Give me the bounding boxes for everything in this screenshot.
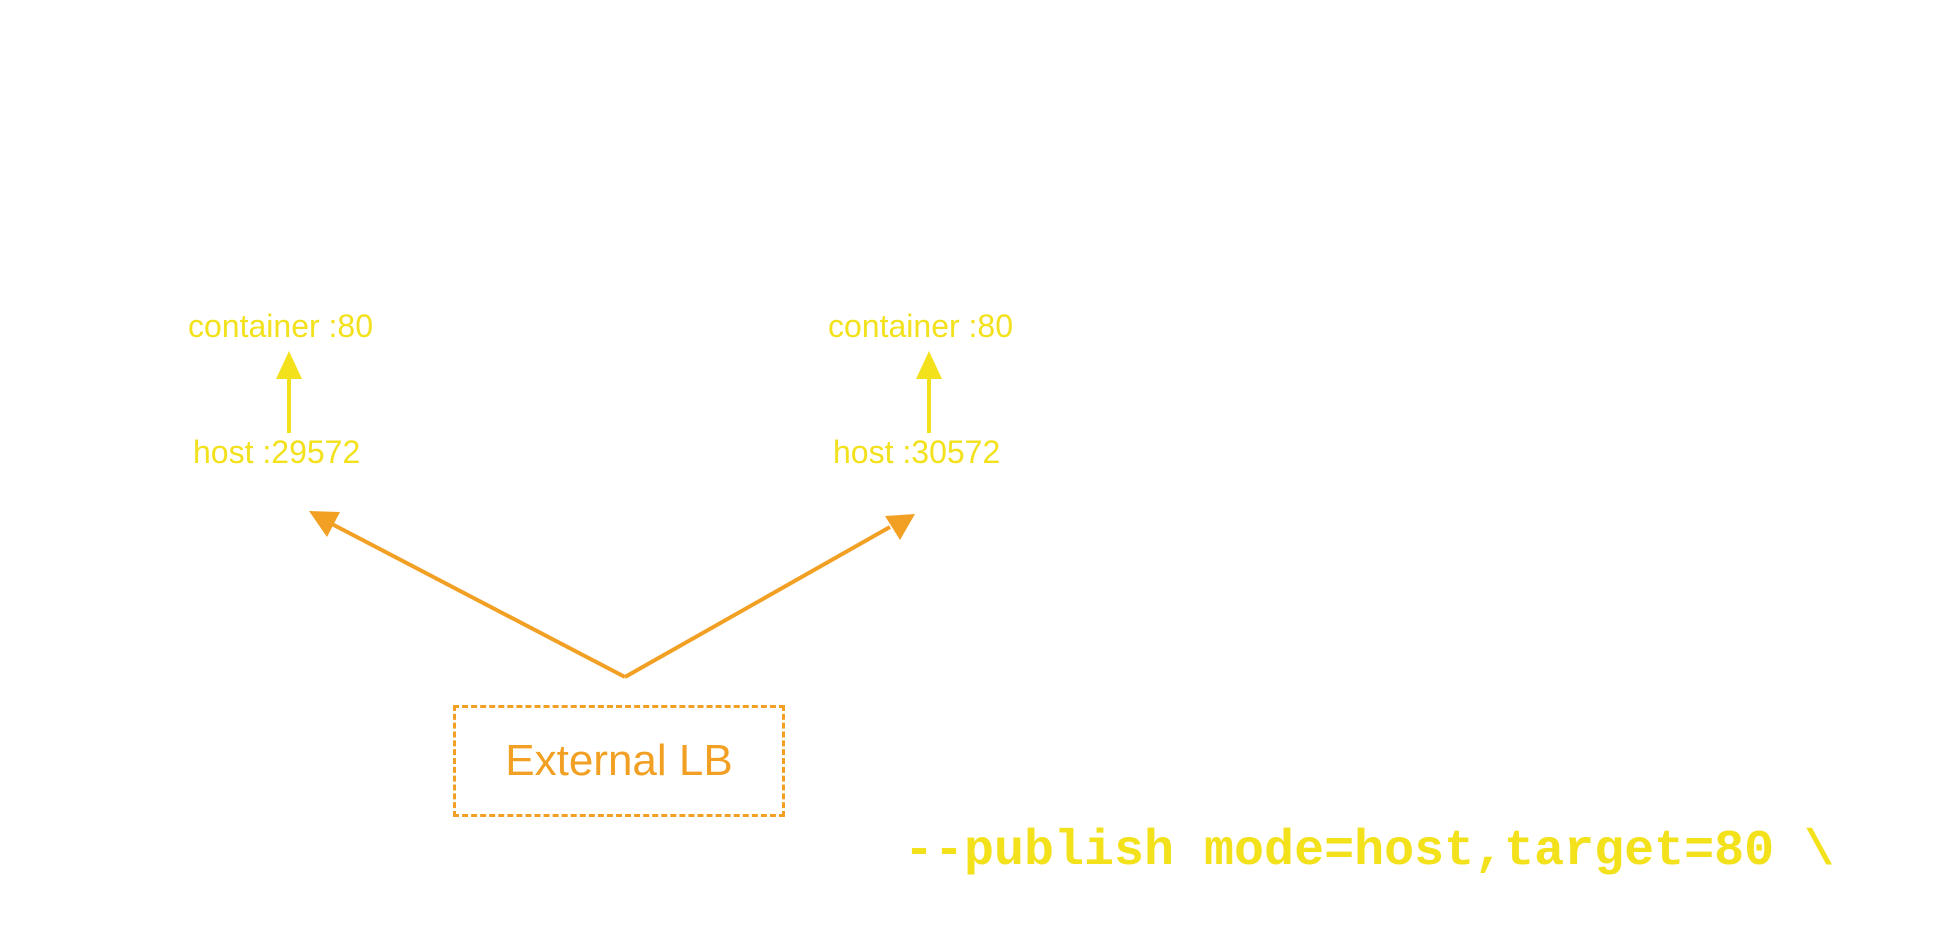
- lb-to-host-2-arrow: [624, 514, 915, 679]
- publish-command: --publish mode=host,target=80 \: [904, 823, 1835, 880]
- node-1-host-label: host :29572: [193, 434, 361, 470]
- lb-to-host-1-arrow: [309, 511, 626, 679]
- node-2-container-label: container :80: [828, 308, 1014, 344]
- node-1-container-label: container :80: [188, 308, 374, 344]
- node-2-host-label: host :30572: [833, 434, 1001, 470]
- node-1-port-arrow: [276, 351, 302, 433]
- external-lb-box: External LB: [453, 705, 785, 817]
- external-lb-label: External LB: [505, 736, 733, 785]
- node-2-port-arrow: [916, 351, 942, 433]
